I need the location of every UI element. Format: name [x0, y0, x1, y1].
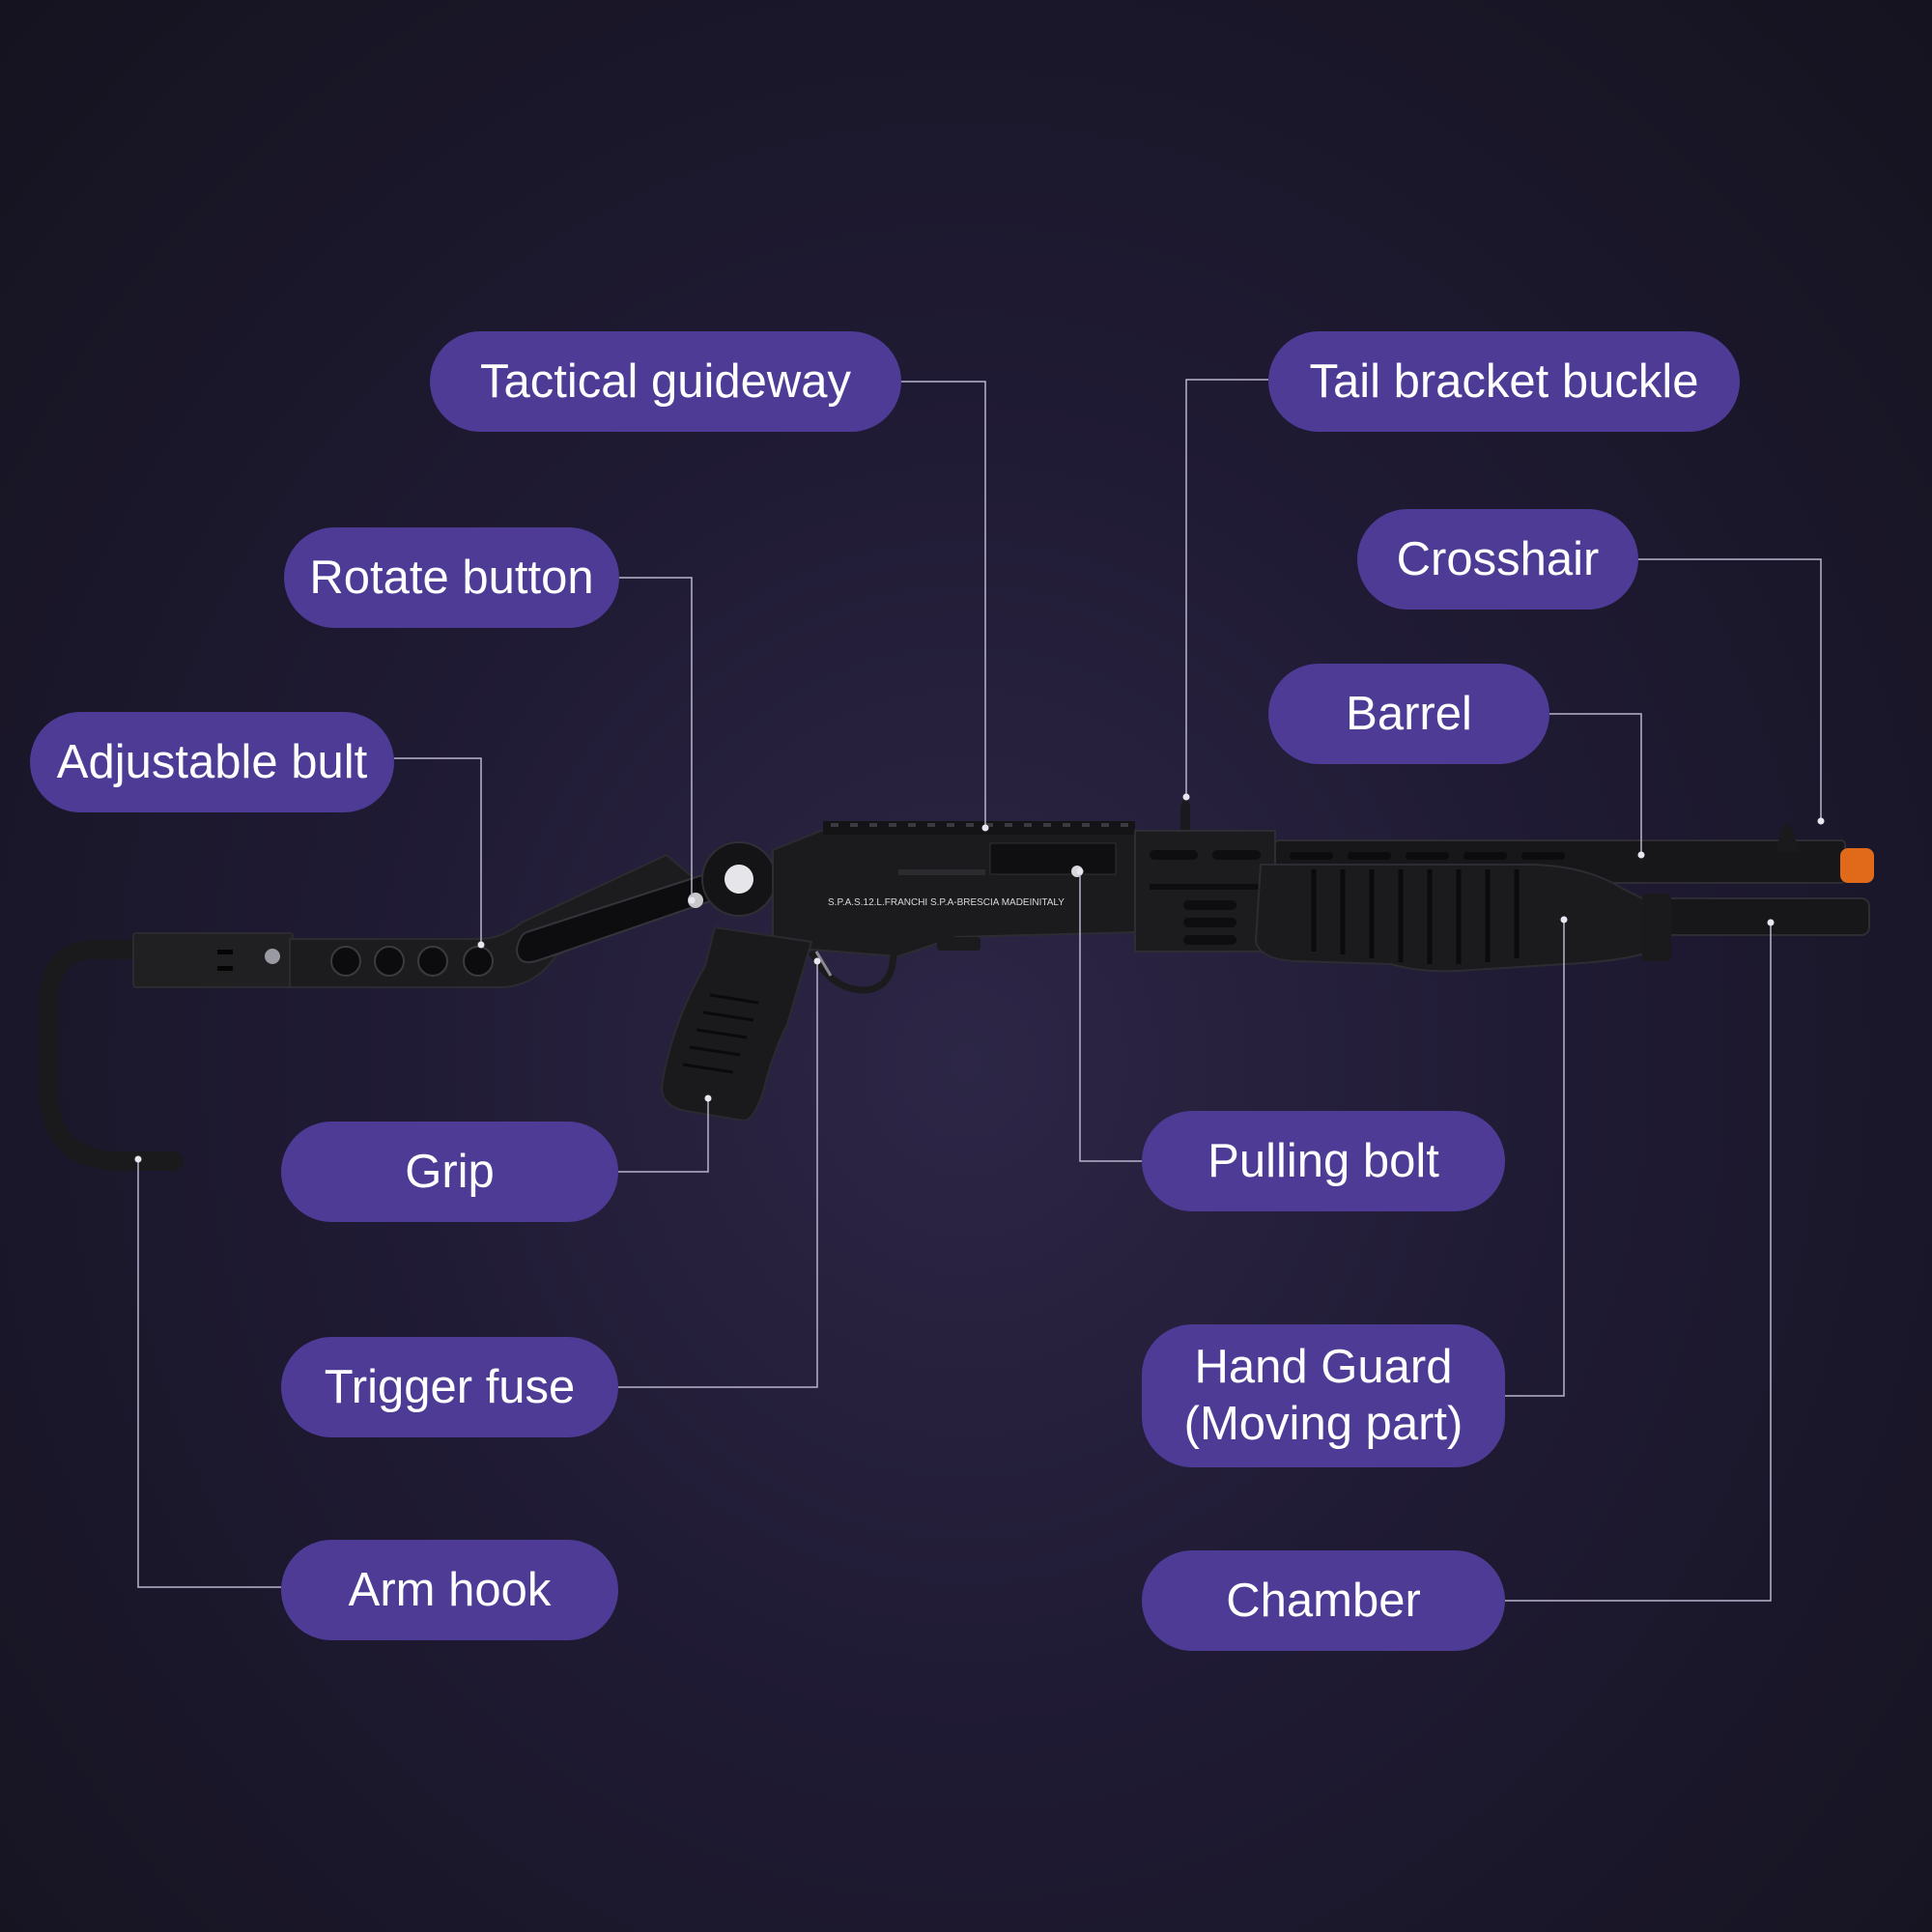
label-hand-guard: Hand Guard (Moving part) [1142, 1324, 1505, 1467]
leader-barrel [1549, 713, 1642, 855]
leader-rotate-button [619, 577, 693, 900]
leader-crosshair [1638, 558, 1822, 821]
leader-trigger-fuse [618, 961, 818, 1388]
leader-tactical-guideway [901, 381, 986, 828]
label-rotate-button-text: Rotate button [309, 551, 594, 604]
label-grip-text: Grip [405, 1145, 495, 1198]
top-rail [823, 821, 1135, 835]
label-chamber: Chamber [1142, 1550, 1505, 1651]
leader-arm-hook [137, 1159, 281, 1588]
shotgun: S.P.A.S.12.L.FRANCHI S.P.A-BRESCIA MADEI… [39, 792, 1874, 1171]
label-rotate-button: Rotate button [284, 527, 619, 628]
arm-hook-part [39, 940, 184, 1171]
forward-receiver [1134, 830, 1276, 952]
label-chamber-text: Chamber [1226, 1574, 1421, 1627]
leader-chamber [1505, 923, 1772, 1602]
leader-hand-guard [1505, 920, 1565, 1397]
label-tactical-guideway: Tactical guideway [430, 331, 901, 432]
label-grip: Grip [281, 1122, 618, 1222]
hand-guard-part [1254, 864, 1653, 973]
label-trigger-fuse: Trigger fuse [281, 1337, 618, 1437]
front-sight [1776, 823, 1799, 852]
leader-adjustable-bult [394, 757, 482, 945]
trigger-guard [808, 950, 897, 994]
label-tail-bracket-buckle-text: Tail bracket buckle [1309, 355, 1699, 408]
label-barrel-text: Barrel [1346, 687, 1472, 740]
chamber-tube [1641, 897, 1870, 936]
label-hand-guard-line2: (Moving part) [1183, 1398, 1463, 1450]
label-barrel: Barrel [1268, 664, 1549, 764]
leader-endpoints [134, 793, 1825, 1163]
leader-tail-bracket-buckle [1185, 379, 1268, 797]
leader-grip [618, 1098, 709, 1173]
label-pulling-bolt: Pulling bolt [1142, 1111, 1505, 1211]
label-hand-guard-line1: Hand Guard [1194, 1341, 1453, 1394]
leader-pulling-bolt [1079, 871, 1142, 1162]
label-tail-bracket-buckle: Tail bracket buckle [1268, 331, 1740, 432]
label-arm-hook-text: Arm hook [348, 1563, 552, 1616]
label-arm-hook: Arm hook [281, 1540, 618, 1640]
label-crosshair-text: Crosshair [1396, 532, 1600, 585]
leader-lines [137, 379, 1822, 1602]
label-adjustable-bult-text: Adjustable bult [56, 735, 368, 788]
engraving-text: S.P.A.S.12.L.FRANCHI S.P.A-BRESCIA MADEI… [828, 897, 1065, 908]
label-tactical-guideway-text: Tactical guideway [479, 355, 852, 408]
muzzle-tip [1840, 848, 1874, 883]
label-crosshair: Crosshair [1357, 509, 1638, 610]
label-pulling-bolt-text: Pulling bolt [1208, 1134, 1439, 1187]
pistol-grip-part [660, 925, 813, 1122]
label-trigger-fuse-text: Trigger fuse [324, 1360, 576, 1413]
label-adjustable-bult: Adjustable bult [30, 712, 394, 812]
